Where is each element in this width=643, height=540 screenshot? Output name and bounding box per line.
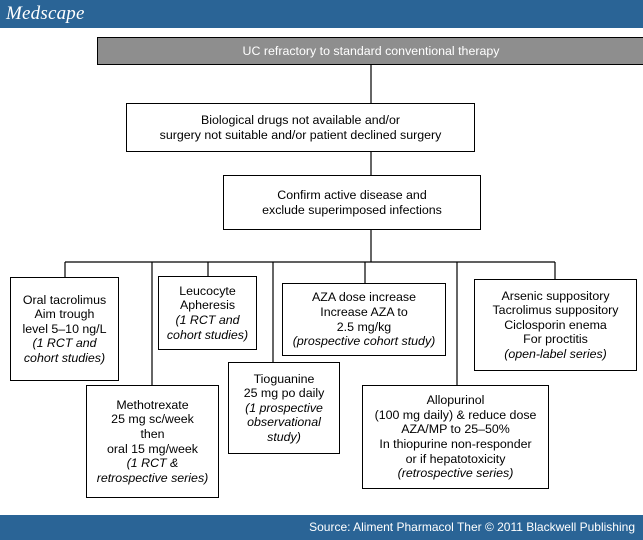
option-evidence: (1 prospective [245, 400, 323, 415]
node-uc-refractory: UC refractory to standard conventional t… [97, 37, 643, 65]
node-text: Biological drugs not available and/or [200, 112, 401, 127]
header-bar: Medscape [0, 0, 643, 28]
node-text: surgery not suitable and/or patient decl… [159, 127, 442, 142]
option-evidence: (1 RCT and [32, 336, 97, 351]
option-text: 2.5 mg/kg [336, 319, 392, 334]
medscape-logo: Medscape [6, 3, 85, 24]
option-text: level 5–10 ng/L [22, 321, 107, 336]
option-evidence: (1 RCT & [126, 456, 179, 471]
option-oral-tacrolimus: Oral tacrolimus Aim trough level 5–10 ng… [10, 277, 119, 381]
node-biological-unavailable: Biological drugs not available and/or su… [126, 103, 475, 152]
option-text: In thiopurine non-responder [379, 437, 532, 451]
option-text: 25 mg sc/week [111, 412, 194, 427]
option-text: AZA/MP to 25–50% [401, 422, 510, 437]
option-evidence: cohort studies) [23, 350, 106, 365]
option-text: or if hepatotoxicity [405, 451, 506, 466]
option-text: Oral tacrolimus [22, 292, 107, 307]
option-text: For proctitis [523, 332, 588, 347]
option-text: Allopurinol [426, 393, 485, 408]
source-credit: Source: Aliment Pharmacol Ther © 2011 Bl… [309, 520, 635, 534]
option-evidence: retrospective series) [96, 470, 209, 485]
option-text: oral 15 mg/week [107, 441, 198, 456]
option-allopurinol: Allopurinol (100 mg daily) & reduce dose… [362, 385, 549, 489]
option-text: Apheresis [179, 298, 236, 313]
option-evidence: cohort studies) [166, 327, 249, 342]
option-methotrexate: Methotrexate 25 mg sc/week then oral 15 … [86, 385, 219, 498]
node-text: exclude superimposed infections [262, 202, 442, 217]
footer-bar: Source: Aliment Pharmacol Ther © 2011 Bl… [0, 515, 643, 540]
option-evidence: (retrospective series) [397, 466, 514, 481]
option-text: Leucocyte [179, 283, 236, 298]
option-evidence: (prospective cohort study) [292, 334, 436, 349]
option-text: Tioguanine [253, 371, 315, 386]
option-aza-dose-increase: AZA dose increase Increase AZA to 2.5 mg… [282, 283, 446, 356]
option-text: Ciclosporin enema [504, 317, 607, 332]
option-suppository-enema: Arsenic suppository Tacrolimus supposito… [474, 279, 637, 371]
option-text: then [140, 426, 165, 441]
option-evidence: study) [267, 429, 301, 444]
option-text: 25 mg po daily [243, 386, 325, 401]
node-confirm-active-disease: Confirm active disease and exclude super… [223, 175, 481, 230]
option-text: Methotrexate [116, 397, 189, 412]
node-text: UC refractory to standard conventional t… [242, 43, 500, 58]
option-text: Arsenic suppository [501, 288, 610, 303]
option-text: Aim trough [34, 307, 95, 322]
option-leucocyte-apheresis: Leucocyte Apheresis (1 RCT and cohort st… [158, 276, 257, 350]
option-tioguanine: Tioguanine 25 mg po daily (1 prospective… [228, 362, 340, 454]
option-text: Tacrolimus suppository [492, 303, 619, 318]
option-text: (100 mg daily) & reduce dose [374, 407, 537, 422]
node-text: Confirm active disease and [277, 187, 427, 202]
option-evidence: (open-label series) [504, 346, 607, 361]
option-text: AZA dose increase [311, 290, 416, 305]
option-evidence: (1 RCT and [175, 313, 240, 327]
option-evidence: observational [247, 415, 321, 430]
option-text: Increase AZA to [320, 304, 408, 319]
